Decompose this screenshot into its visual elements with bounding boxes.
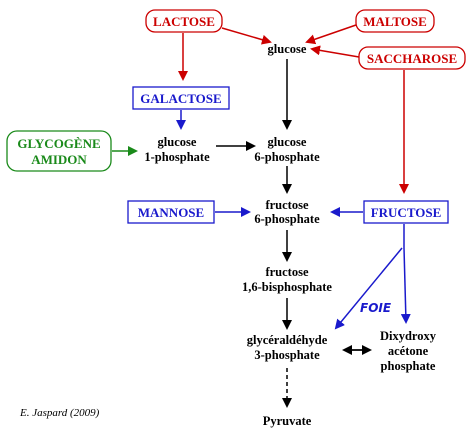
saccharose-label: SACCHAROSE — [367, 51, 457, 66]
dhap-line2: acétone — [388, 344, 429, 358]
galactose-node: GALACTOSE — [132, 86, 230, 110]
mannose-label: MANNOSE — [138, 205, 204, 220]
arrow-fructose-to-dhap — [400, 247, 411, 324]
glucose-label: glucose — [268, 42, 307, 56]
arrow-saccharose-to-glucose — [310, 45, 360, 58]
fructose-node: FRUCTOSE — [363, 200, 449, 224]
glucose-6-phosphate-line1: glucose — [268, 135, 307, 149]
glyceraldehyde-3-phosphate-line1: glycéraldéhyde — [247, 333, 328, 347]
fructose-bisphosphate-line2: 1,6-bisphosphate — [242, 280, 332, 294]
starch-label: AMIDON — [31, 152, 87, 167]
maltose-node: MALTOSE — [355, 9, 435, 33]
maltose-label: MALTOSE — [363, 14, 427, 29]
arrow-lactose-to-glucose — [221, 27, 272, 45]
glucose-6-phosphate-line2: 6-phosphate — [254, 150, 320, 164]
fructose-label: FRUCTOSE — [371, 205, 442, 220]
arrow-fructose-to-g3p-liver — [334, 247, 403, 330]
glycogen-starch-node: GLYCOGÈNE AMIDON — [6, 130, 112, 172]
mannose-node: MANNOSE — [127, 200, 215, 224]
glucose-1-phosphate-line1: glucose — [158, 135, 197, 149]
fructose-6-phosphate-line1: fructose — [265, 198, 308, 212]
saccharose-node: SACCHAROSE — [358, 46, 466, 70]
fructose-bisphosphate-line1: fructose — [265, 265, 308, 279]
glycogen-label: GLYCOGÈNE — [17, 136, 100, 151]
fructose-6-phosphate-line2: 6-phosphate — [254, 212, 320, 226]
foie-label: FOIE — [360, 301, 392, 315]
arrow-maltose-to-glucose — [305, 24, 357, 45]
galactose-label: GALACTOSE — [140, 91, 221, 106]
lactose-label: LACTOSE — [153, 14, 215, 29]
glyceraldehyde-3-phosphate-line2: 3-phosphate — [254, 348, 320, 362]
pyruvate-label: Pyruvate — [263, 414, 312, 428]
dhap-line1: Dixydroxy — [380, 329, 437, 343]
dhap-line3: phosphate — [381, 359, 436, 373]
lactose-node: LACTOSE — [145, 9, 223, 33]
glucose-1-phosphate-line2: 1-phosphate — [144, 150, 210, 164]
credit-label: E. Jaspard (2009) — [19, 407, 100, 419]
